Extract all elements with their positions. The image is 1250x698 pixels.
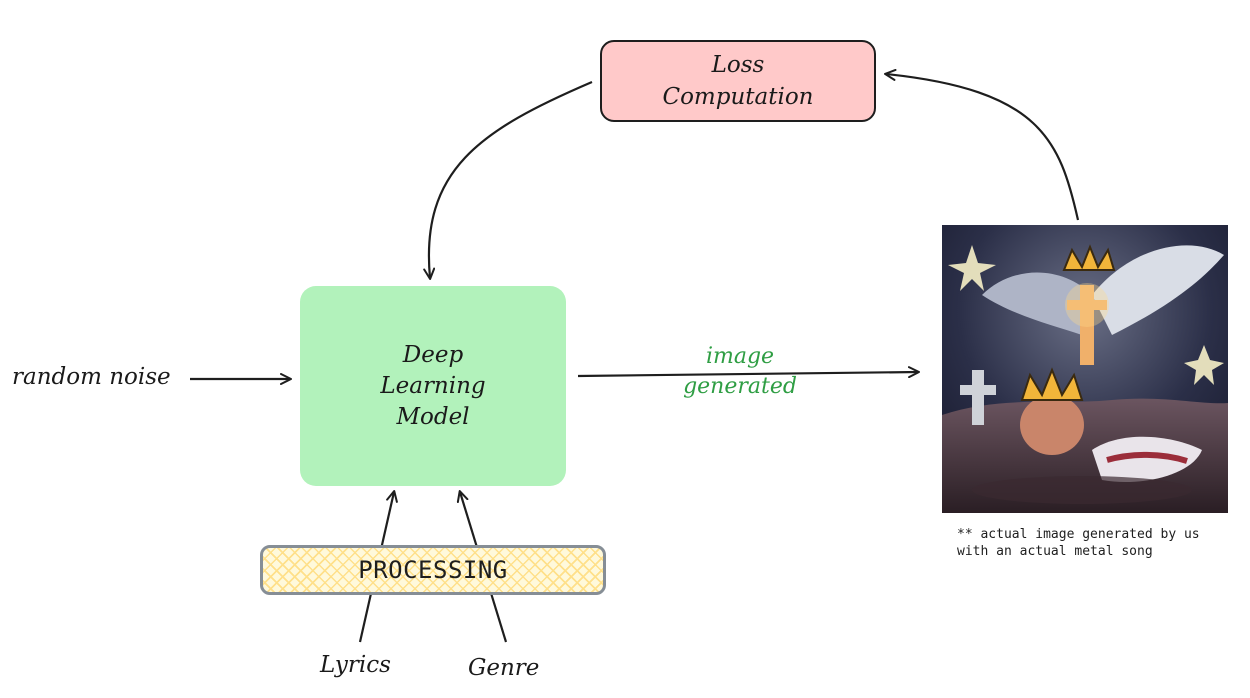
model-node-line3: Model	[396, 403, 470, 430]
loss-computation-node: Loss Computation	[600, 40, 876, 122]
arrow-model-to-image	[577, 366, 920, 379]
generated-image	[942, 225, 1228, 513]
image-generated-line2: generated	[683, 374, 797, 399]
processing-label: PROCESSING	[358, 556, 508, 584]
arrow-image-to-loss	[884, 68, 1080, 221]
loss-node-line1: Loss	[711, 52, 765, 78]
loss-node-line2: Computation	[662, 84, 814, 110]
caption-line1: ** actual image generated by us	[957, 527, 1200, 542]
random-noise-label: random noise	[12, 364, 171, 390]
deep-learning-model-node: Deep Learning Model	[300, 286, 566, 486]
caption-line2: with an actual metal song	[957, 544, 1153, 559]
image-caption: ** actual image generated by us with an …	[957, 526, 1200, 560]
arrow-loss-to-model	[423, 80, 593, 280]
genre-label: Genre	[468, 655, 540, 681]
processing-node: PROCESSING	[260, 545, 606, 595]
model-node-line2: Learning	[380, 372, 486, 399]
image-generated-edge-label: image generated	[660, 342, 820, 402]
lyrics-label: Lyrics	[320, 652, 391, 678]
image-generated-line1: image	[705, 344, 775, 369]
model-node-line1: Deep	[402, 341, 464, 368]
